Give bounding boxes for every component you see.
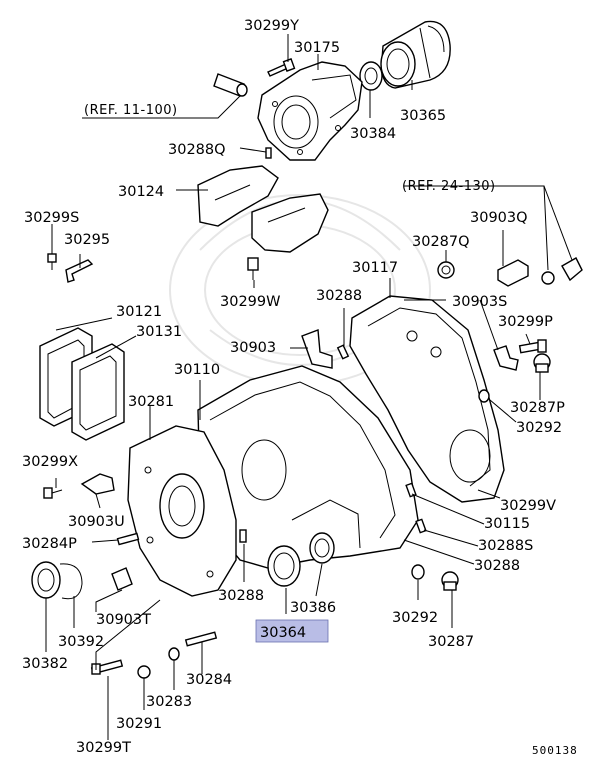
part-30175-extension-housing[interactable]	[257, 61, 363, 161]
part-30386-seal[interactable]	[309, 532, 335, 564]
label-30131[interactable]: 30131	[136, 324, 182, 340]
label-30295[interactable]: 30295	[64, 232, 110, 248]
label-30115[interactable]: 30115	[484, 516, 530, 532]
label-30292-lower[interactable]: 30292	[392, 610, 438, 626]
part-30288-dowel-right[interactable]	[405, 482, 417, 498]
label-30903S[interactable]: 30903S	[452, 294, 507, 310]
part-30292-washer-lower[interactable]	[411, 564, 425, 580]
label-30288-upper[interactable]: 30288	[316, 288, 362, 304]
label-30288-right[interactable]: 30288	[474, 558, 520, 574]
label-30284[interactable]: 30284	[186, 672, 232, 688]
part-30903T-bracket[interactable]	[111, 567, 133, 591]
part-30131-gasket[interactable]	[71, 343, 125, 441]
label-30299P[interactable]: 30299P	[498, 314, 553, 330]
part-30903-bracket[interactable]	[301, 329, 333, 369]
label-30903[interactable]: 30903	[230, 340, 276, 356]
part-30384-seal[interactable]	[359, 61, 383, 91]
label-30292-upper[interactable]: 30292	[516, 420, 562, 436]
label-30903Q[interactable]: 30903Q	[470, 210, 528, 226]
leader-lines	[45, 34, 573, 740]
label-30284P[interactable]: 30284P	[22, 536, 77, 552]
part-30382-seal[interactable]	[31, 561, 61, 599]
part-30903S-bracket[interactable]	[493, 345, 519, 371]
label-30392[interactable]: 30392	[58, 634, 104, 650]
label-30299Y[interactable]: 30299Y	[244, 18, 299, 34]
part-30299W-bolt[interactable]	[247, 257, 259, 280]
label-30124[interactable]: 30124	[118, 184, 164, 200]
label-30288-left[interactable]: 30288	[218, 588, 264, 604]
label-30299T[interactable]: 30299T	[76, 740, 131, 756]
highlight-box	[255, 619, 329, 643]
label-30384[interactable]: 30384	[350, 126, 396, 142]
label-30903T[interactable]: 30903T	[96, 612, 151, 628]
part-30292-washer-upper[interactable]	[478, 389, 490, 403]
label-30291[interactable]: 30291	[116, 716, 162, 732]
part-30299X-bolt[interactable]	[43, 487, 63, 499]
part-30287Q-plug[interactable]	[437, 261, 455, 279]
label-30288Q[interactable]: 30288Q	[168, 142, 226, 158]
ref-11-100[interactable]: (REF. 11-100)	[84, 103, 178, 118]
label-30386[interactable]: 30386	[290, 600, 336, 616]
label-30382[interactable]: 30382	[22, 656, 68, 672]
label-30288S[interactable]: 30288S	[478, 538, 533, 554]
label-30287[interactable]: 30287	[428, 634, 474, 650]
label-30281[interactable]: 30281	[128, 394, 174, 410]
part-ref-sensor[interactable]	[541, 257, 583, 285]
part-30284-stud[interactable]	[184, 631, 218, 647]
part-labels: 30299Y 30175 30365 30384 (REF. 11-100) 3…	[22, 18, 578, 757]
label-30110[interactable]: 30110	[174, 362, 220, 378]
label-30175[interactable]: 30175	[294, 40, 340, 56]
part-30281-front-case[interactable]	[127, 425, 237, 597]
part-30295-key[interactable]	[65, 259, 94, 283]
label-30121[interactable]: 30121	[116, 304, 162, 320]
part-30299S-bolt[interactable]	[47, 253, 57, 270]
ref-24-130[interactable]: (REF. 24-130)	[402, 179, 496, 194]
part-30299P-bolt[interactable]	[518, 339, 547, 354]
part-30299Y-bolt[interactable]	[267, 58, 296, 77]
part-30283-nut[interactable]	[168, 647, 180, 661]
label-30903U[interactable]: 30903U	[68, 514, 125, 530]
part-30288Q-dowel[interactable]	[265, 147, 272, 159]
part-30365-seal[interactable]	[380, 20, 451, 89]
label-30117[interactable]: 30117	[352, 260, 398, 276]
part-30392-ring[interactable]	[59, 563, 83, 600]
part-30287-plug[interactable]	[441, 571, 459, 591]
part-guide-pin[interactable]	[213, 73, 248, 97]
label-30299W[interactable]: 30299W	[220, 294, 280, 310]
part-30117-case[interactable]	[349, 295, 505, 503]
part-30291-nut[interactable]	[137, 665, 151, 679]
diagram-code: 500138	[532, 744, 578, 757]
part-30288S-dowel[interactable]	[415, 518, 427, 534]
label-30299S[interactable]: 30299S	[24, 210, 79, 226]
part-30287P-plug[interactable]	[533, 353, 551, 373]
label-30365[interactable]: 30365	[400, 108, 446, 124]
label-30299V[interactable]: 30299V	[500, 498, 556, 514]
label-30287P[interactable]: 30287P	[510, 400, 565, 416]
part-30903U-bracket[interactable]	[80, 473, 115, 495]
part-30284P-stud[interactable]	[116, 532, 140, 546]
label-30287Q[interactable]: 30287Q	[412, 234, 470, 250]
label-30299X[interactable]: 30299X	[22, 454, 78, 470]
part-30903Q-bracket[interactable]	[497, 259, 529, 287]
part-30364-seal[interactable]	[267, 545, 301, 587]
part-30288-dowel-upper[interactable]	[336, 344, 350, 360]
part-30124-gasket[interactable]	[197, 165, 329, 253]
label-30283[interactable]: 30283	[146, 694, 192, 710]
label-30364-selected[interactable]: 30364	[260, 625, 306, 641]
part-30110-case[interactable]	[197, 365, 419, 569]
part-30288-dowel-left[interactable]	[239, 529, 247, 543]
